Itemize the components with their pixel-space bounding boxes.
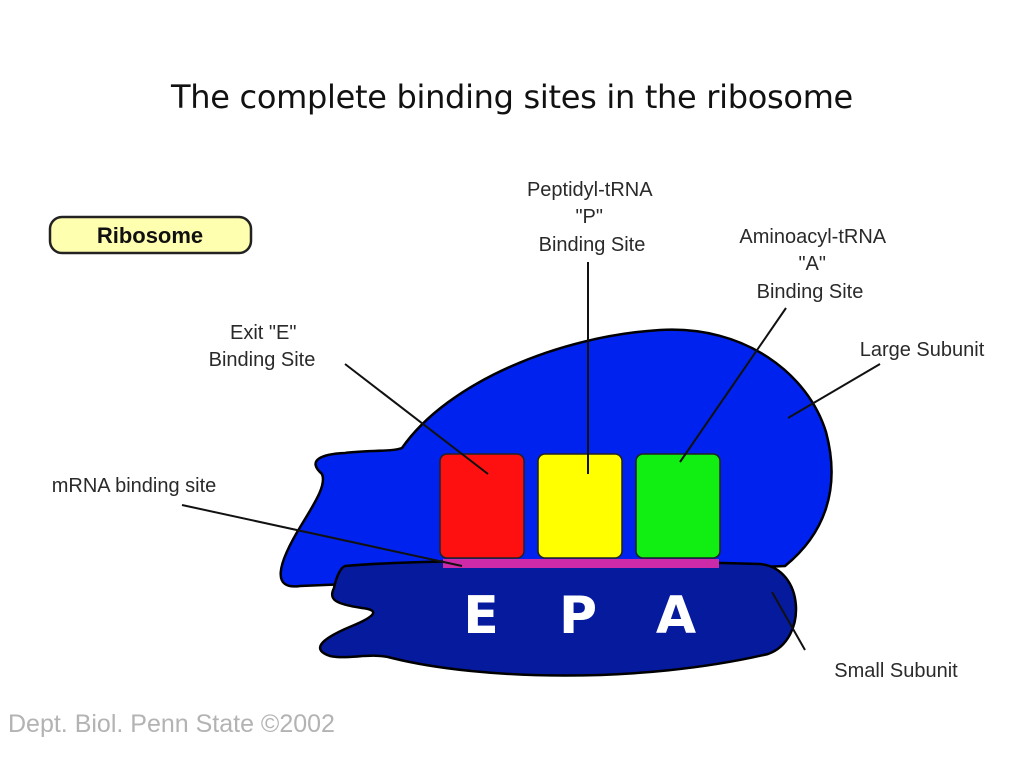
mrna-leader bbox=[181, 504, 463, 567]
e-site-block bbox=[439, 453, 525, 559]
small-subunit-label: Small Subunit bbox=[834, 660, 958, 682]
a-site-block bbox=[635, 453, 721, 559]
e-site-label: Exit "E" Binding Site bbox=[209, 322, 316, 371]
site-letter-a: A bbox=[656, 586, 696, 646]
e-site-leader bbox=[344, 363, 489, 475]
a-site-leader bbox=[679, 307, 787, 463]
large-subunit-leader bbox=[787, 363, 881, 419]
mrna-strand bbox=[443, 559, 719, 568]
slide-title: The complete binding sites in the riboso… bbox=[171, 78, 853, 116]
ribosome-badge: Ribosome bbox=[48, 215, 253, 255]
leader-lines bbox=[181, 262, 881, 651]
a-site-label: Aminoacyl-tRNA "A" Binding Site bbox=[739, 226, 890, 303]
site-letter-p: P bbox=[559, 586, 597, 646]
mrna-label: mRNA binding site bbox=[52, 475, 217, 497]
credit-text: Dept. Biol. Penn State ©2002 bbox=[8, 710, 335, 738]
small-subunit-leader bbox=[771, 591, 806, 651]
p-site-label: Peptidyl-tRNA "P" Binding Site bbox=[527, 179, 657, 256]
large-subunit-label: Large Subunit bbox=[860, 339, 985, 361]
site-letter-e: E bbox=[463, 586, 499, 646]
p-site-block bbox=[537, 453, 623, 559]
ribosome-badge-label: Ribosome bbox=[97, 223, 203, 248]
